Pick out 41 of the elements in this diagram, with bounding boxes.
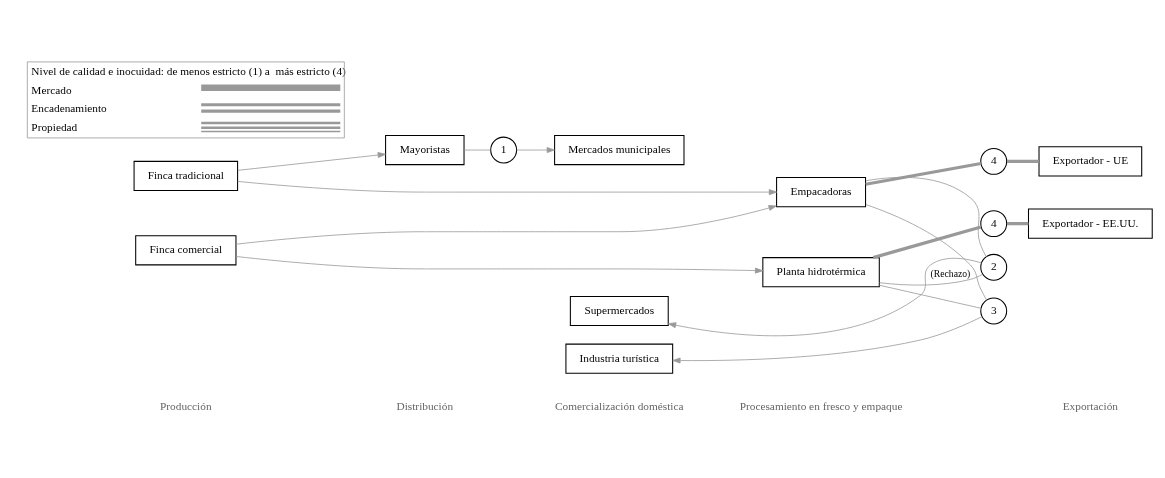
arrow [237,152,386,171]
label: Producción [160,400,212,413]
node-box: Supermercados [569,295,669,327]
connector [865,204,987,301]
legend-label: Encadenamiento [31,102,107,115]
arrow [237,181,777,196]
connector [463,149,491,151]
node-box: Planta hidrotérmica [762,257,880,288]
arrow [516,147,555,153]
node-box: Industria turística [565,343,674,374]
connector [1006,159,1039,163]
connector [878,273,983,286]
label: Nivel de calidad e inocuidad: de menos estricto (1) a más estricto (4) [31,65,346,77]
connector [865,176,987,258]
node-circle: 2 [980,253,1008,281]
legend-label: Mercado [31,83,72,96]
arrow [668,257,982,337]
node-box: Exportador - EE.UU. [1027,208,1153,239]
edge-label: (Rechazo) [930,267,971,279]
connector [1006,222,1029,226]
connector [878,284,982,309]
node-circle: 4 [980,210,1008,238]
arrow [235,205,777,245]
legend-label: Propiedad [31,120,78,133]
arrow [672,316,983,364]
label: Procesamiento en fresco y empaque [739,400,903,413]
node-box: Mayoristas [385,134,465,166]
node-box: Exportador - UE [1038,146,1143,177]
label: Exportación [1062,400,1119,413]
connector [865,161,982,186]
node-box: Finca comercial [135,235,237,266]
node-circle: 1 [490,136,518,164]
node-box: Mercados municipales [554,134,685,166]
label: Distribución [396,400,454,413]
connector [872,225,982,260]
arrow [235,256,764,274]
node-box: Empacadoras [776,177,867,208]
label: Comercialización doméstica [555,400,684,413]
node-circle: 4 [980,147,1008,175]
node-box: Finca tradicional [133,160,239,191]
node-circle: 3 [980,297,1008,325]
